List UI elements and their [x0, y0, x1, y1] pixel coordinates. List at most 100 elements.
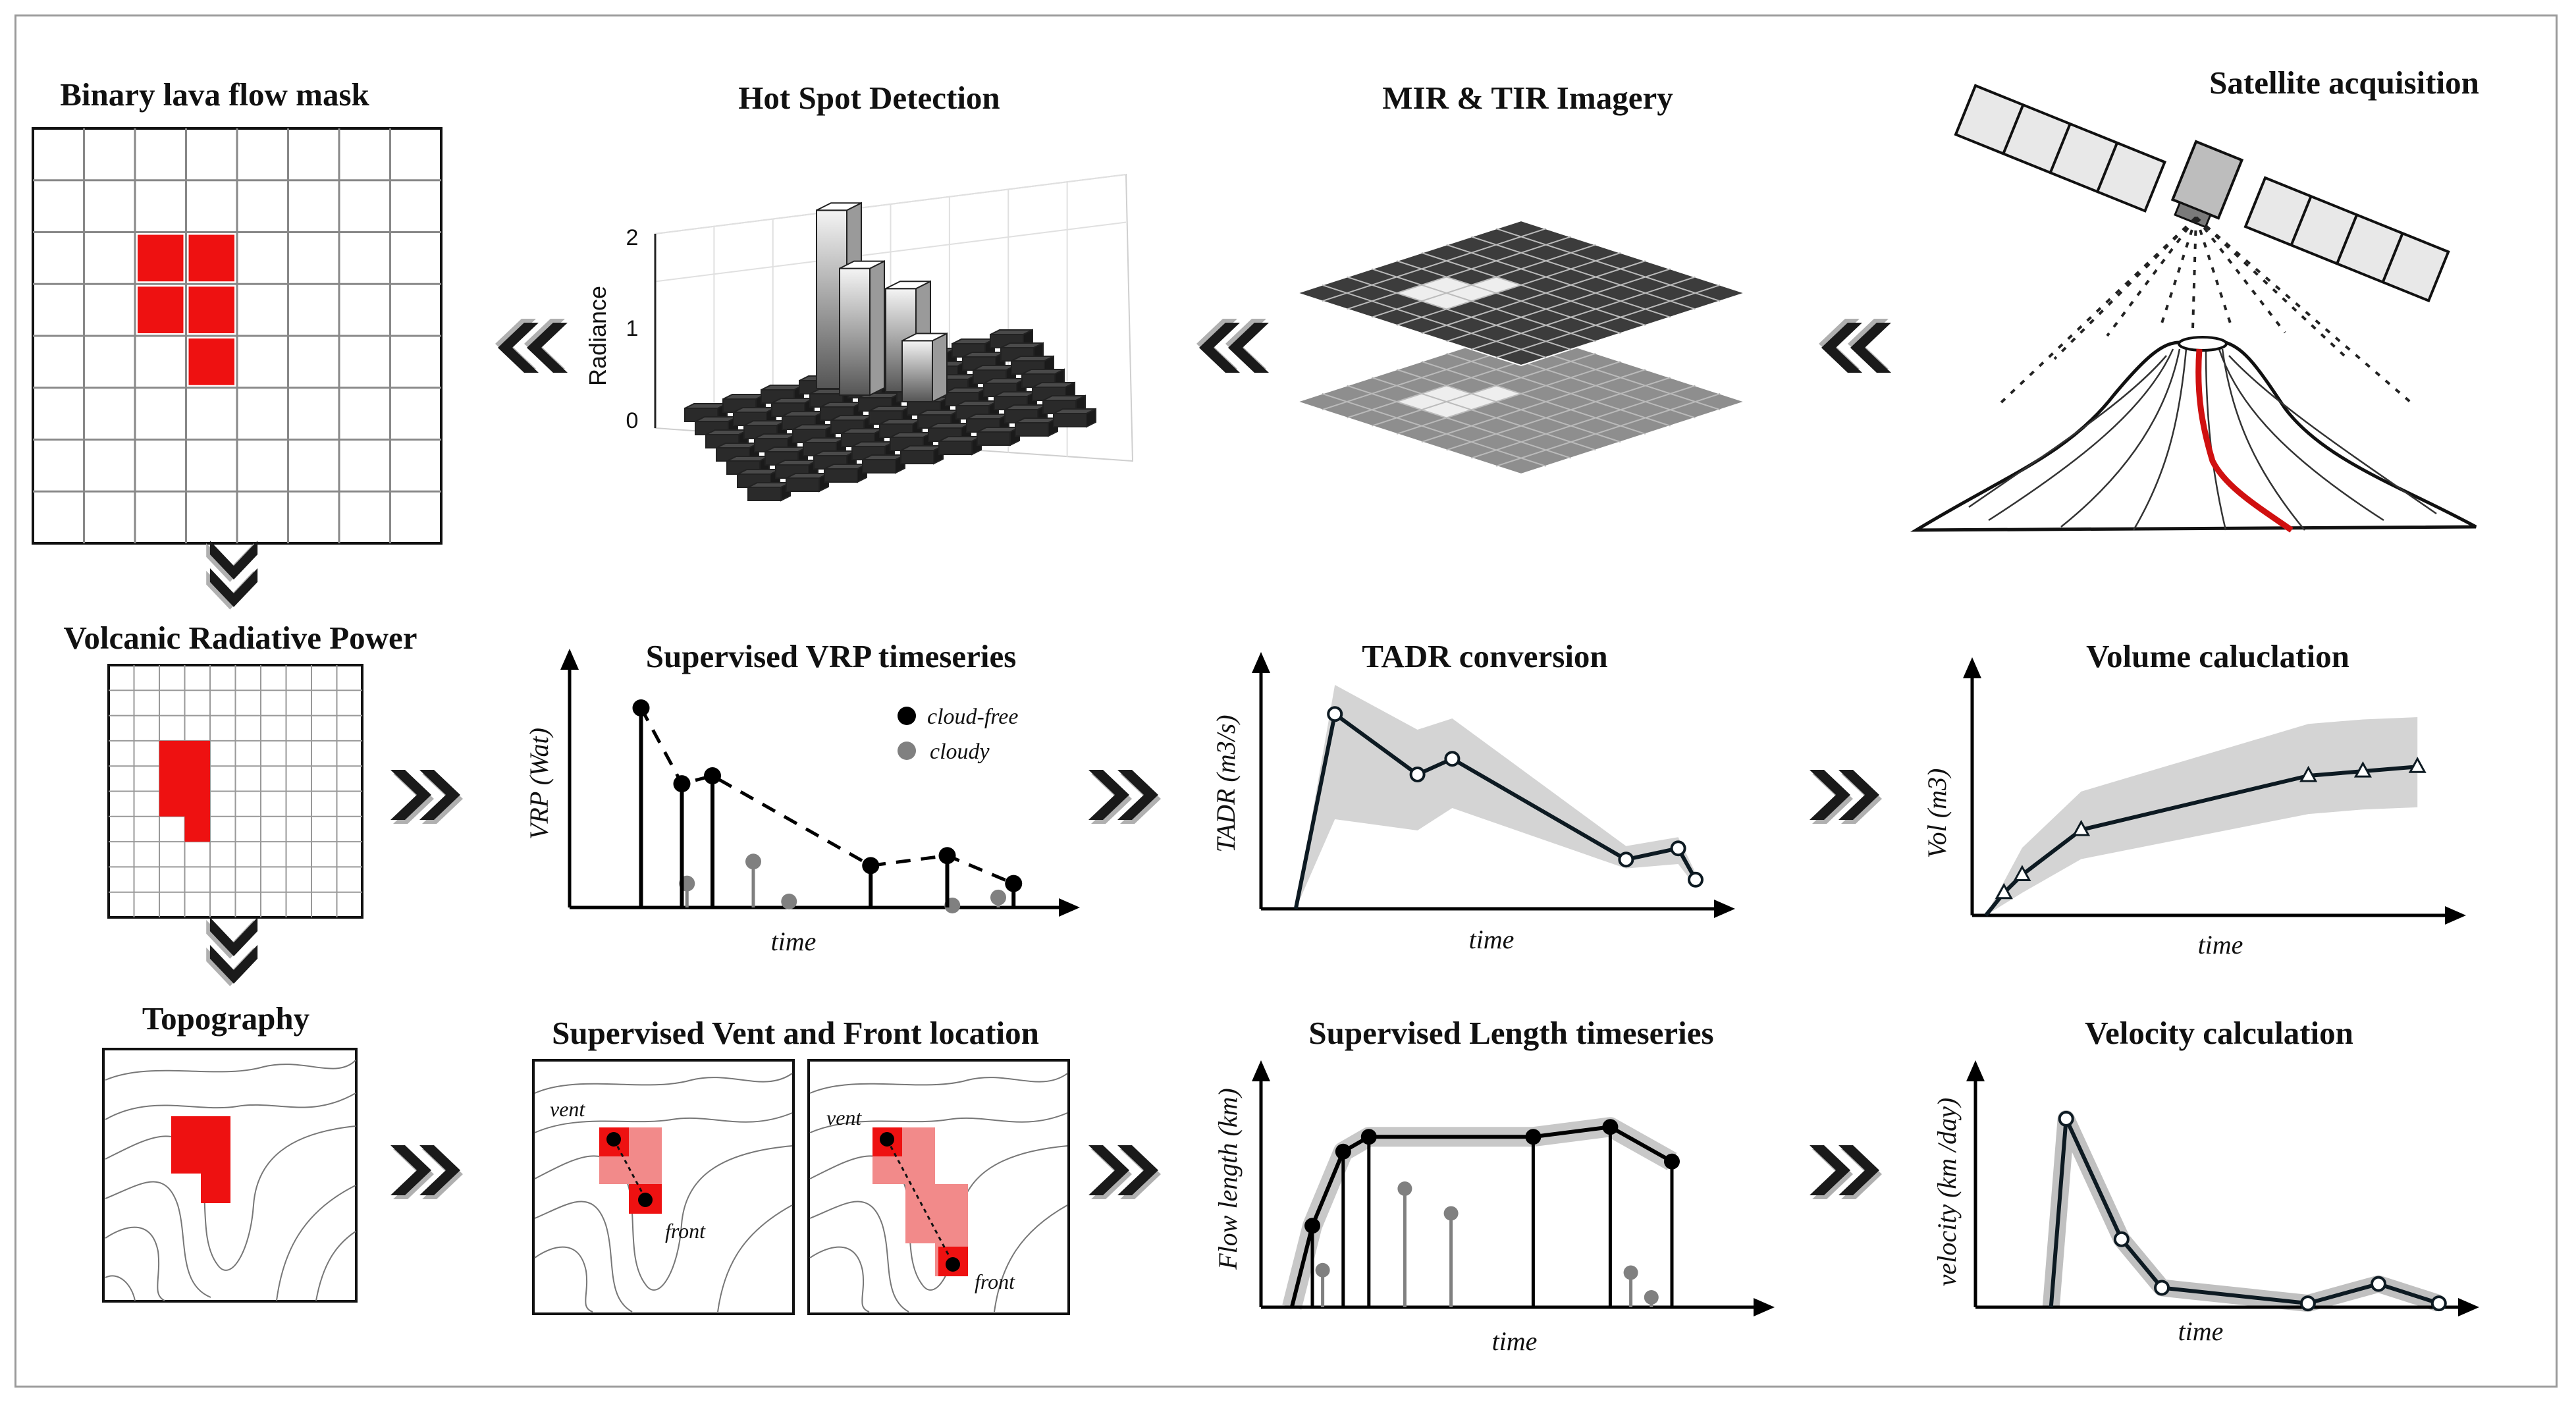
velocity-xlabel: time	[2178, 1316, 2224, 1346]
cloudy-point	[1644, 1290, 1659, 1305]
hot-pixel	[1471, 385, 1521, 402]
front-label-2: front	[975, 1270, 1015, 1293]
sensor-rays	[1997, 216, 2411, 406]
cloud-free-point	[938, 847, 956, 865]
cloudy-point	[1443, 1206, 1459, 1221]
cloud-free-point	[1602, 1119, 1619, 1135]
length-xlabel: time	[1492, 1326, 1538, 1356]
down-chevrons	[206, 541, 258, 987]
cloudy-point	[1315, 1262, 1330, 1278]
length-panel: Supervised Length timeseries Flow length…	[1213, 1015, 1775, 1356]
length-ylabel: Flow length (km)	[1213, 1088, 1243, 1270]
volume-panel: Volume caluclation Vol (m3) time	[1922, 638, 2466, 960]
x-axis-arrow	[1714, 900, 1735, 918]
vent-front-title: Supervised Vent and Front location	[552, 1015, 1039, 1051]
x-axis-arrow	[2458, 1298, 2479, 1316]
lava-pixel	[138, 286, 184, 333]
front-marker-2	[946, 1257, 960, 1272]
satellite-title: Satellite acquisition	[2209, 65, 2479, 101]
volume-chart	[1963, 657, 2466, 925]
uncertainty-band	[1295, 685, 1696, 909]
cloud-free-point	[632, 699, 650, 717]
series-point	[1995, 882, 2013, 900]
legend-cloudy-marker	[898, 742, 916, 760]
hotspot-title: Hot Spot Detection	[738, 80, 1000, 116]
cloud-free-point	[1335, 1143, 1351, 1160]
velocity-chart	[1966, 1060, 2479, 1316]
vent-label-2: vent	[826, 1106, 862, 1129]
series-point	[1618, 852, 1634, 868]
binary-mask-panel: Binary lava flow mask	[32, 76, 443, 545]
volume-xlabel: time	[2198, 930, 2243, 960]
legend-cloud-free-marker	[898, 707, 916, 725]
lava-flow-line	[2195, 348, 2294, 533]
lava-pixel	[188, 234, 234, 282]
left-double-chevron	[495, 319, 568, 373]
vent-front-map-1: vent front	[532, 1059, 795, 1315]
right-double-chevron	[1088, 1145, 1161, 1199]
radiance-base-cell	[862, 454, 905, 474]
satellite-panel: Satellite acquisition	[1910, 65, 2479, 533]
cloudy-point	[1397, 1181, 1412, 1196]
topography-panel: Topography	[102, 1000, 358, 1303]
y-axis-arrow	[1252, 1060, 1270, 1081]
lava-region	[159, 740, 210, 842]
vrp-series-xlabel: time	[771, 927, 817, 956]
radiance-bar	[901, 332, 948, 403]
right-chevrons	[390, 770, 1882, 1199]
cloud-free-point	[862, 857, 880, 875]
velocity-ylabel: velocity (km /day)	[1932, 1098, 1962, 1287]
tadr-ylabel: TADR (m3/s)	[1211, 715, 1241, 852]
series-point	[1444, 751, 1461, 767]
radiance-base-cell	[938, 435, 982, 456]
velocity-point	[2154, 1280, 2170, 1296]
vent-marker-2	[880, 1132, 894, 1147]
left-double-chevron	[1196, 319, 1269, 373]
series-point	[2408, 757, 2427, 773]
cloud-free-point	[704, 767, 721, 785]
uncertainty-band	[1985, 717, 2418, 915]
series-point	[1670, 840, 1686, 857]
left-double-chevron	[1819, 319, 1891, 373]
velocity-point	[2058, 1110, 2074, 1127]
binary-mask-title: Binary lava flow mask	[60, 76, 369, 113]
vrp-title: Volcanic Radiative Power	[63, 620, 417, 656]
vent-label: vent	[550, 1097, 585, 1121]
lava-pixel	[138, 234, 184, 282]
lava-pixel	[188, 338, 234, 385]
y-axis-arrow	[1963, 657, 1981, 678]
tadr-chart	[1252, 652, 1735, 918]
right-double-chevron	[1810, 1145, 1882, 1199]
imagery-layers	[1295, 219, 1748, 475]
length-chart	[1252, 1060, 1775, 1316]
cloud-free-point	[1360, 1129, 1377, 1145]
radiance-base-cell	[824, 463, 867, 483]
front-marker	[638, 1193, 653, 1207]
cloud-free-point	[1304, 1218, 1320, 1234]
x-axis-arrow	[2445, 906, 2466, 925]
series-point	[1409, 767, 1426, 782]
vrp-series-ylabel: VRP (Wat)	[524, 728, 554, 840]
volume-ylabel: Vol (m3)	[1922, 769, 1952, 859]
volume-title: Volume caluclation	[2086, 638, 2349, 674]
hotspot-ytick-2: 2	[626, 225, 639, 250]
vent-front-map-2: vent front	[807, 1059, 1070, 1315]
binary-mask-grid	[32, 127, 443, 545]
vrp-grid	[107, 664, 363, 919]
tadr-title: TADR conversion	[1362, 638, 1607, 674]
radiance-base-cell	[786, 472, 829, 493]
right-double-chevron	[1810, 770, 1882, 824]
topography-map	[102, 1048, 358, 1303]
cloudy-point	[1623, 1265, 1638, 1280]
series-point	[2013, 865, 2031, 881]
vrp-series-title: Supervised VRP timeseries	[646, 638, 1017, 674]
x-axis-arrow	[1059, 898, 1080, 917]
volcano-icon	[1910, 336, 2477, 533]
cloud-free-point	[673, 775, 691, 793]
radiance-bar	[839, 260, 885, 396]
tadr-panel: TADR conversion TADR (m3/s) time	[1211, 638, 1735, 954]
cloudy-point	[990, 889, 1006, 906]
y-axis-arrow	[1966, 1060, 1985, 1081]
legend-cloudy-label: cloudy	[930, 740, 990, 764]
down-double-chevron	[206, 541, 258, 610]
